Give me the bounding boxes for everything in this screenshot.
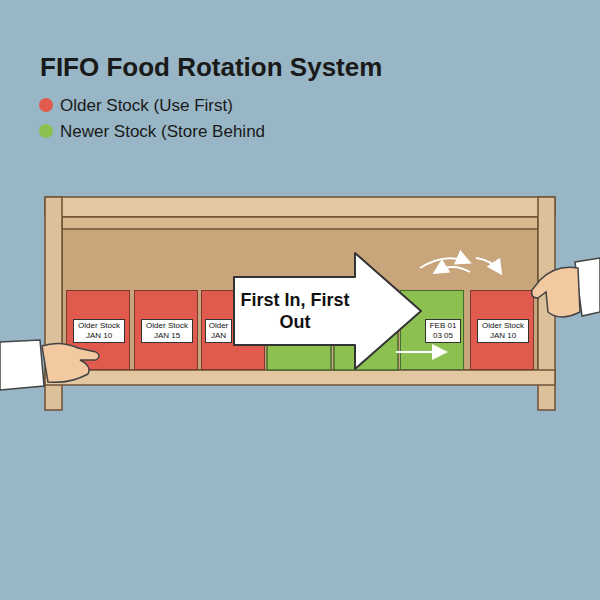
shelf-top-edge bbox=[62, 217, 538, 229]
date-label: Older Stock JAN 15 bbox=[141, 319, 193, 343]
motion-arrow bbox=[420, 258, 468, 268]
shelf-back bbox=[62, 228, 538, 370]
arrow-label: First In, First Out bbox=[237, 279, 353, 343]
stock-box: Older Stock JAN 10 bbox=[470, 290, 534, 370]
legend-text: Newer Stock (Store Behind bbox=[60, 122, 265, 142]
stock-box: Older Stock JAN 15 bbox=[134, 290, 198, 370]
arrow-outline bbox=[233, 252, 423, 370]
date-label: Older JAN bbox=[205, 319, 232, 343]
date-label: FEB 01 03 05 bbox=[425, 319, 461, 343]
sleeve bbox=[575, 258, 600, 316]
date-label: Older Stock JAN 10 bbox=[73, 319, 125, 343]
shelf-bottom-board bbox=[45, 370, 555, 385]
stock-box: Older Stock JAN 10 bbox=[66, 290, 130, 370]
motion-arrow bbox=[476, 258, 500, 272]
sleeve bbox=[0, 340, 44, 390]
motion-arrow bbox=[436, 267, 470, 272]
shelf-top-board bbox=[45, 197, 555, 217]
arrow-shape bbox=[234, 253, 421, 369]
hand bbox=[532, 267, 580, 317]
legend-text: Older Stock (Use First) bbox=[60, 96, 233, 116]
legend-swatch bbox=[39, 98, 53, 112]
legend-swatch bbox=[39, 124, 53, 138]
fifo-arrow: First In, First Out bbox=[233, 252, 423, 370]
diagram-title: FIFO Food Rotation System bbox=[40, 52, 382, 83]
date-label: Older Stock JAN 10 bbox=[477, 319, 529, 343]
